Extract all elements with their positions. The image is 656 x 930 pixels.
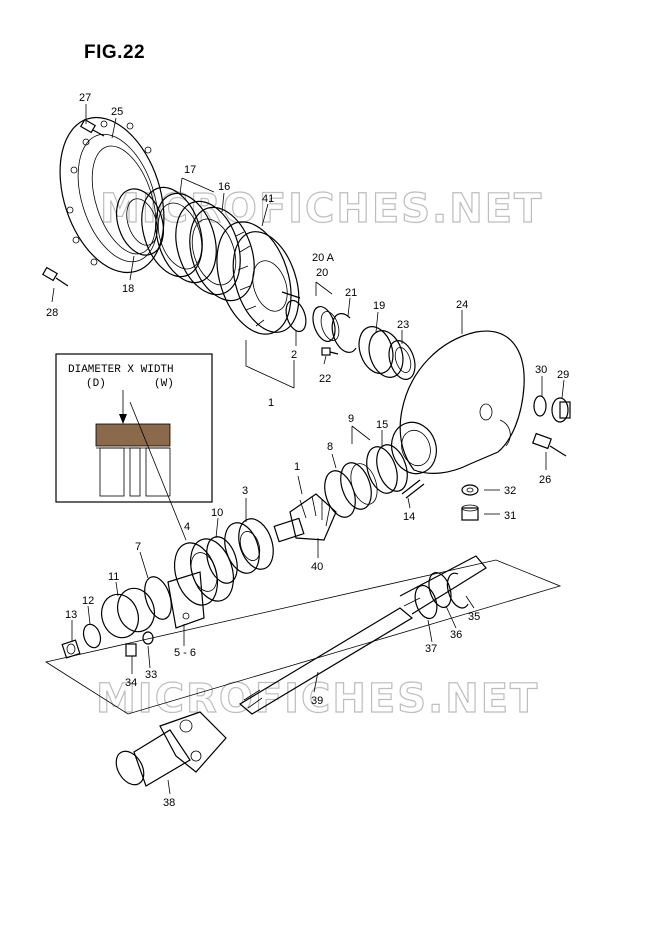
bolt-34: [125, 643, 137, 657]
callout-35: 35: [468, 611, 480, 623]
callout-30: 30: [535, 364, 547, 376]
washer-30: [533, 395, 547, 417]
stud-14: [401, 479, 425, 499]
callout-8: 8: [327, 441, 333, 453]
callout-19: 19: [373, 300, 385, 312]
gear-case-24: [390, 330, 525, 475]
bearing-17: [141, 186, 217, 284]
callout-7: 7: [135, 541, 141, 553]
seal-23: [388, 340, 416, 380]
callout-13: 13: [65, 609, 77, 621]
callout-14: 14: [403, 511, 415, 523]
callout-26: 26: [539, 474, 551, 486]
callout-41: 41: [262, 193, 274, 205]
figure-title: FIG.22: [84, 42, 146, 63]
callout-39: 39: [311, 695, 323, 707]
callout-38: 38: [163, 797, 175, 809]
shim-20: [312, 306, 340, 342]
drive-shaft-39: [238, 555, 487, 715]
callout-23: 23: [397, 319, 409, 331]
callout-18: 18: [122, 283, 134, 295]
callout-24: 24: [456, 299, 468, 311]
bearing-3: [224, 518, 274, 574]
universal-joint-38: [115, 711, 227, 787]
bolt-27: [79, 118, 105, 137]
ring-37: [414, 584, 438, 620]
ring-10: [206, 536, 238, 584]
callout-12: 12: [82, 595, 94, 607]
callout-22: 22: [319, 373, 331, 385]
callout-28: 28: [46, 307, 58, 319]
callout-11: 11: [108, 571, 119, 583]
bearing-15: [366, 444, 408, 494]
callout-31: 31: [504, 510, 516, 522]
o-ring-7: [144, 576, 172, 620]
callout-9: 9: [348, 413, 354, 425]
shaft-group-outline: [44, 559, 562, 715]
oil-seal-12: [82, 623, 102, 649]
nut-31: [461, 504, 479, 521]
callout-21: 21: [345, 287, 357, 299]
callout-29: 29: [557, 369, 569, 381]
seal-housing-11: [100, 587, 156, 639]
callout-27: 27: [79, 92, 91, 104]
watermark-bottom: MICROFICHES.NET: [96, 676, 539, 722]
callout-15: 15: [376, 419, 388, 431]
plug-29: [551, 397, 571, 423]
cover-plate-25: [59, 116, 165, 274]
bolt-28: [41, 266, 69, 287]
callout-33: 33: [145, 669, 157, 681]
breather-26: [532, 432, 567, 457]
callout-2: 2: [291, 349, 297, 361]
bearing-housing-4: [173, 538, 235, 606]
circlip-35: [446, 572, 469, 609]
callout-1-upper: 1: [268, 397, 274, 409]
callout-5-6: 5 - 6: [174, 647, 196, 659]
bolt-22: [321, 347, 339, 356]
bearing-16: [175, 200, 255, 302]
callout-37: 37: [425, 643, 437, 655]
ring-gear-41: [216, 221, 301, 335]
shim-2: [285, 299, 307, 333]
watermark-top: MICROFICHES.NET: [100, 186, 543, 232]
callout-36: 36: [450, 629, 462, 641]
inset-label-diameter-width: DIAMETER X WIDTH: [68, 364, 174, 376]
callout-20: 20: [316, 267, 328, 279]
callout-16: 16: [218, 181, 230, 193]
callout-32: 32: [504, 485, 516, 497]
pinion-gear-1: [273, 493, 337, 543]
oil-seal-18: [115, 188, 165, 256]
washer-32: [461, 484, 479, 496]
callout-17: 17: [184, 164, 196, 176]
dimension-inset: DIAMETER X WIDTH (D) (W): [55, 353, 213, 503]
callout-40: 40: [311, 561, 323, 573]
inset-label-d: (D): [86, 378, 106, 390]
callout-labels: 27 25 17 16 41 20 A 20 21 19 23 24 28 18…: [46, 92, 569, 809]
inset-label-w: (W): [154, 378, 174, 390]
circlip-21: [331, 313, 357, 353]
leader-lines: [51, 104, 565, 795]
callout-10: 10: [211, 507, 223, 519]
retainer-5-6: [167, 571, 205, 629]
callout-20a: 20 A: [312, 252, 335, 264]
callout-1-lower: 1: [294, 461, 300, 473]
callout-4: 4: [184, 521, 190, 533]
callout-3: 3: [242, 485, 248, 497]
shim-8: [324, 470, 356, 518]
collar-36: [428, 572, 452, 608]
callout-34: 34: [125, 677, 137, 689]
callout-25: 25: [111, 106, 123, 118]
bearing-19: [358, 326, 404, 378]
